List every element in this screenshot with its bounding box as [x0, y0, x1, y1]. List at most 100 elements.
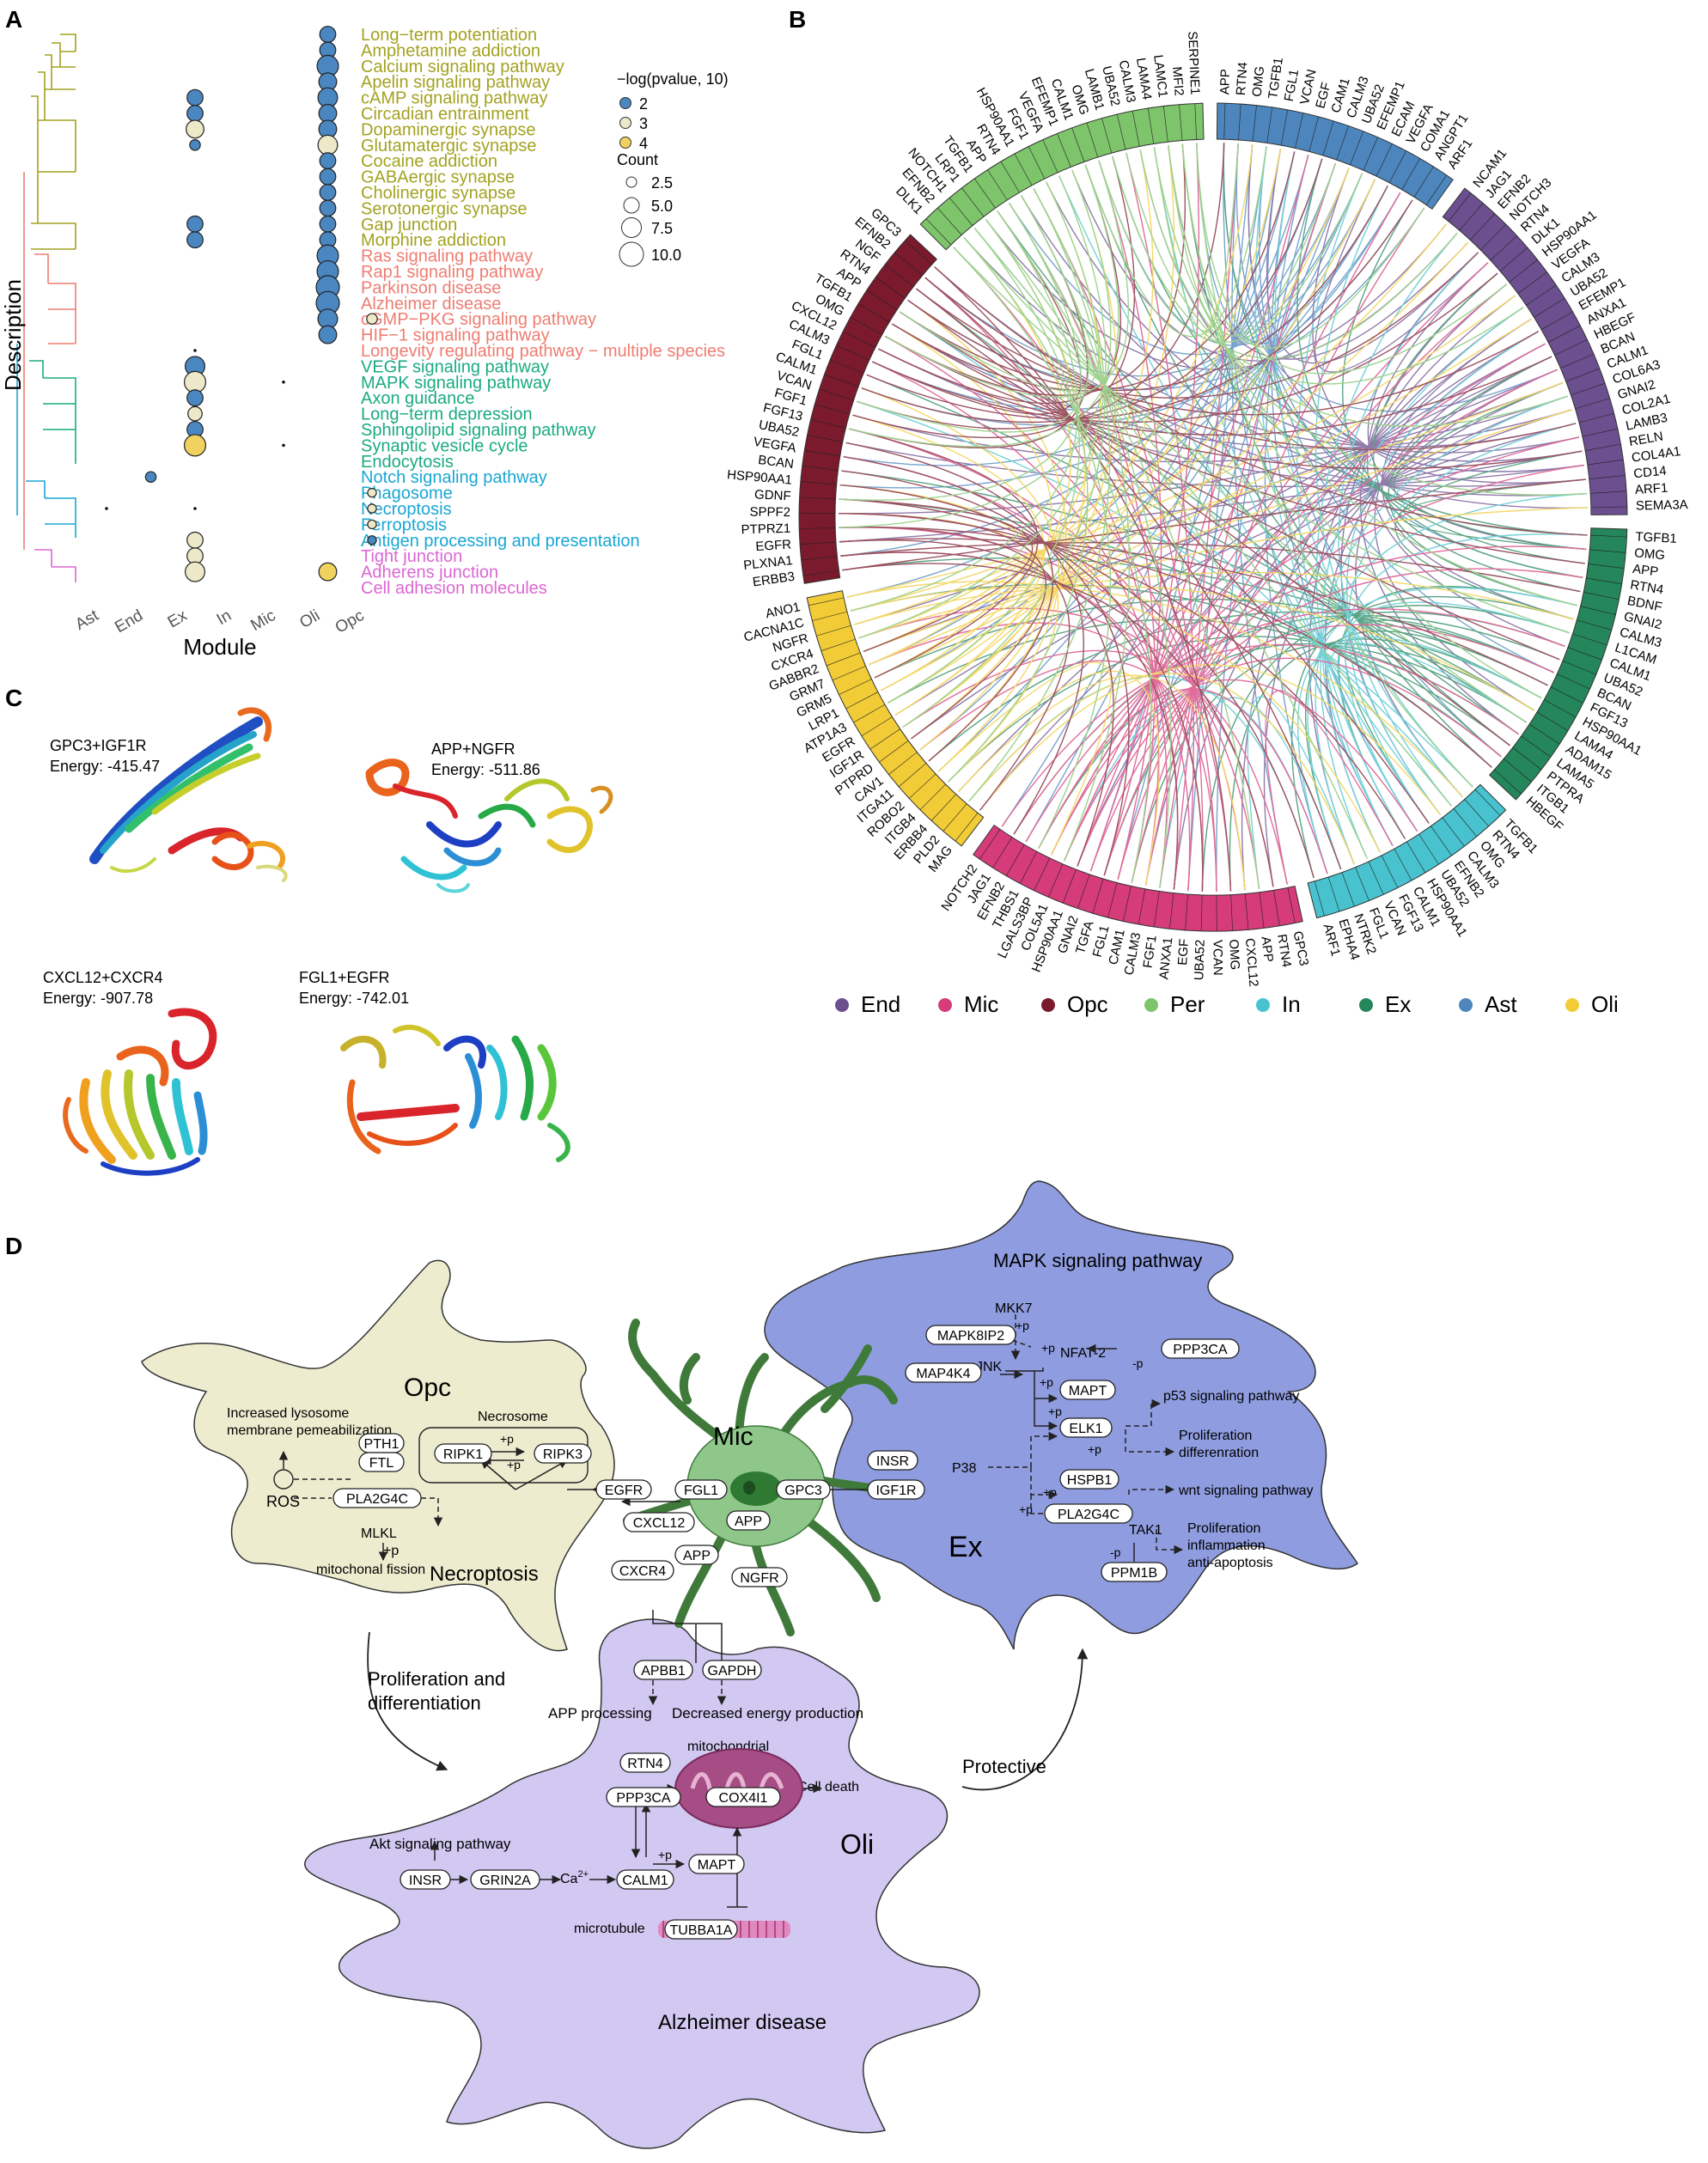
chord-link	[839, 527, 1071, 811]
gene-node-pill	[633, 1660, 693, 1680]
sector-tick	[839, 679, 872, 695]
dot	[318, 104, 338, 123]
gene-node-pla2g4c: PLA2G4C	[1044, 1503, 1133, 1524]
sector-tick	[1499, 247, 1528, 271]
sector-tick	[1547, 325, 1581, 343]
sector-tick	[1565, 368, 1601, 382]
y-tick-label: Rap1 signaling pathway	[361, 263, 543, 282]
gene-node-pill	[731, 1567, 788, 1587]
sector-tick	[1048, 863, 1064, 898]
chord-link	[957, 674, 1246, 891]
sector-tick	[1544, 699, 1577, 718]
sector-tick	[1138, 888, 1146, 925]
gene-node-pill	[726, 1510, 771, 1531]
chord-link	[1117, 369, 1559, 880]
legend-dot-opc	[1041, 998, 1055, 1012]
gene-label: PTPRZ1	[741, 521, 790, 538]
sector-tick	[1341, 872, 1355, 907]
sector-tick	[1295, 113, 1303, 149]
sector-tick	[1448, 192, 1472, 222]
dot	[319, 152, 337, 170]
chord-link	[899, 185, 1388, 392]
mkk7-label: MKK7	[995, 1301, 1033, 1316]
sector-tick	[1057, 133, 1071, 168]
gene-label: VCAN	[1210, 940, 1224, 976]
fission-label: mitochonal fission	[316, 1563, 425, 1577]
gene-node-pill	[664, 1919, 738, 1940]
legend-a: −log(pvalue, 10) 2 3 4 Count 2.5 5.0 7.5…	[617, 70, 729, 267]
legend-dot-end	[835, 998, 849, 1012]
chord-link	[1112, 155, 1458, 359]
pia-line3: anti-apoptosis	[1187, 1556, 1273, 1570]
gene-node-label: PLA2G4C	[1058, 1508, 1119, 1522]
chord-link	[874, 318, 1532, 679]
sector-tick	[807, 434, 843, 442]
chord-link	[1367, 252, 1587, 551]
sector-tick	[937, 207, 962, 235]
sector-tick	[1585, 443, 1621, 451]
dot	[186, 389, 204, 407]
sector-tick	[1430, 826, 1452, 856]
gene-label: CXCL12	[1242, 937, 1261, 987]
gene-node-label: PPP3CA	[616, 1791, 670, 1806]
sector-tick	[1388, 150, 1406, 183]
chord-link	[878, 348, 1586, 487]
sector-tick	[1308, 116, 1319, 152]
chord-link	[953, 247, 1570, 634]
y-tick-label: Axon guidance	[361, 389, 474, 408]
oli-title: Oli	[840, 1829, 874, 1860]
chord-link	[892, 323, 1585, 564]
gene-label: BCAN	[757, 453, 794, 472]
arrow-label-proliferation-1: Proliferation and	[368, 1668, 505, 1690]
chord-link	[842, 478, 1586, 571]
sector-tick	[1014, 153, 1033, 186]
sector-tick	[919, 783, 946, 810]
gene-node-insr: INSR	[867, 1450, 918, 1471]
sector-tick	[1322, 120, 1334, 156]
dot	[105, 507, 108, 510]
sector-end	[1442, 187, 1628, 515]
y-tick-label: cAMP signaling pathway	[361, 89, 548, 108]
sector-tick	[909, 773, 936, 799]
chord-link	[1159, 162, 1337, 888]
legend-color-3: 3	[639, 115, 648, 132]
chord-link	[1139, 149, 1568, 427]
chord-link	[1063, 657, 1502, 862]
ripk-p1: +p	[500, 1432, 514, 1446]
chord-link	[1399, 478, 1587, 551]
gene-label: TGFB1	[1635, 530, 1677, 546]
structure-1-energy: Energy: -415.47	[50, 758, 160, 775]
chord-link	[934, 266, 1588, 536]
p38-label: P38	[952, 1461, 977, 1476]
chord-link	[916, 288, 1430, 824]
dot	[367, 487, 377, 498]
opc-necroptosis-title: Necroptosis	[430, 1563, 539, 1586]
chord-link	[884, 335, 1232, 892]
panel-c-label: C	[5, 685, 22, 711]
gene-node-calm1: CALM1	[616, 1869, 674, 1890]
sector-tick	[1077, 874, 1090, 909]
gene-label: RTN4	[1274, 933, 1294, 968]
sector-tick	[1092, 878, 1104, 914]
gene-node-label: INSR	[876, 1454, 909, 1469]
legend-size-label-25: 2.5	[651, 174, 673, 192]
gene-node-app: APP	[726, 1510, 771, 1531]
sector-tick	[1490, 235, 1517, 261]
sector-tick	[1588, 564, 1625, 569]
gene-label: OMG	[1226, 939, 1242, 971]
ex-p-6: +p	[1043, 1485, 1057, 1499]
ripk-p2: +p	[507, 1458, 521, 1471]
sector-tick	[799, 527, 836, 529]
lysosome-line1: Increased lysosome	[227, 1406, 349, 1421]
sector-tick	[1376, 143, 1393, 177]
chord-link	[979, 409, 1572, 811]
panel-d: D Opc Mic Ex Oli MAPK signaling pathway …	[5, 1180, 1359, 2149]
x-tick-label: Opc	[332, 606, 368, 637]
y-tick-label: Antigen processing and presentation	[361, 532, 640, 551]
dot	[183, 434, 207, 457]
chord-link	[924, 173, 1363, 377]
sector-tick	[804, 449, 840, 457]
sector-tick	[1517, 271, 1547, 294]
